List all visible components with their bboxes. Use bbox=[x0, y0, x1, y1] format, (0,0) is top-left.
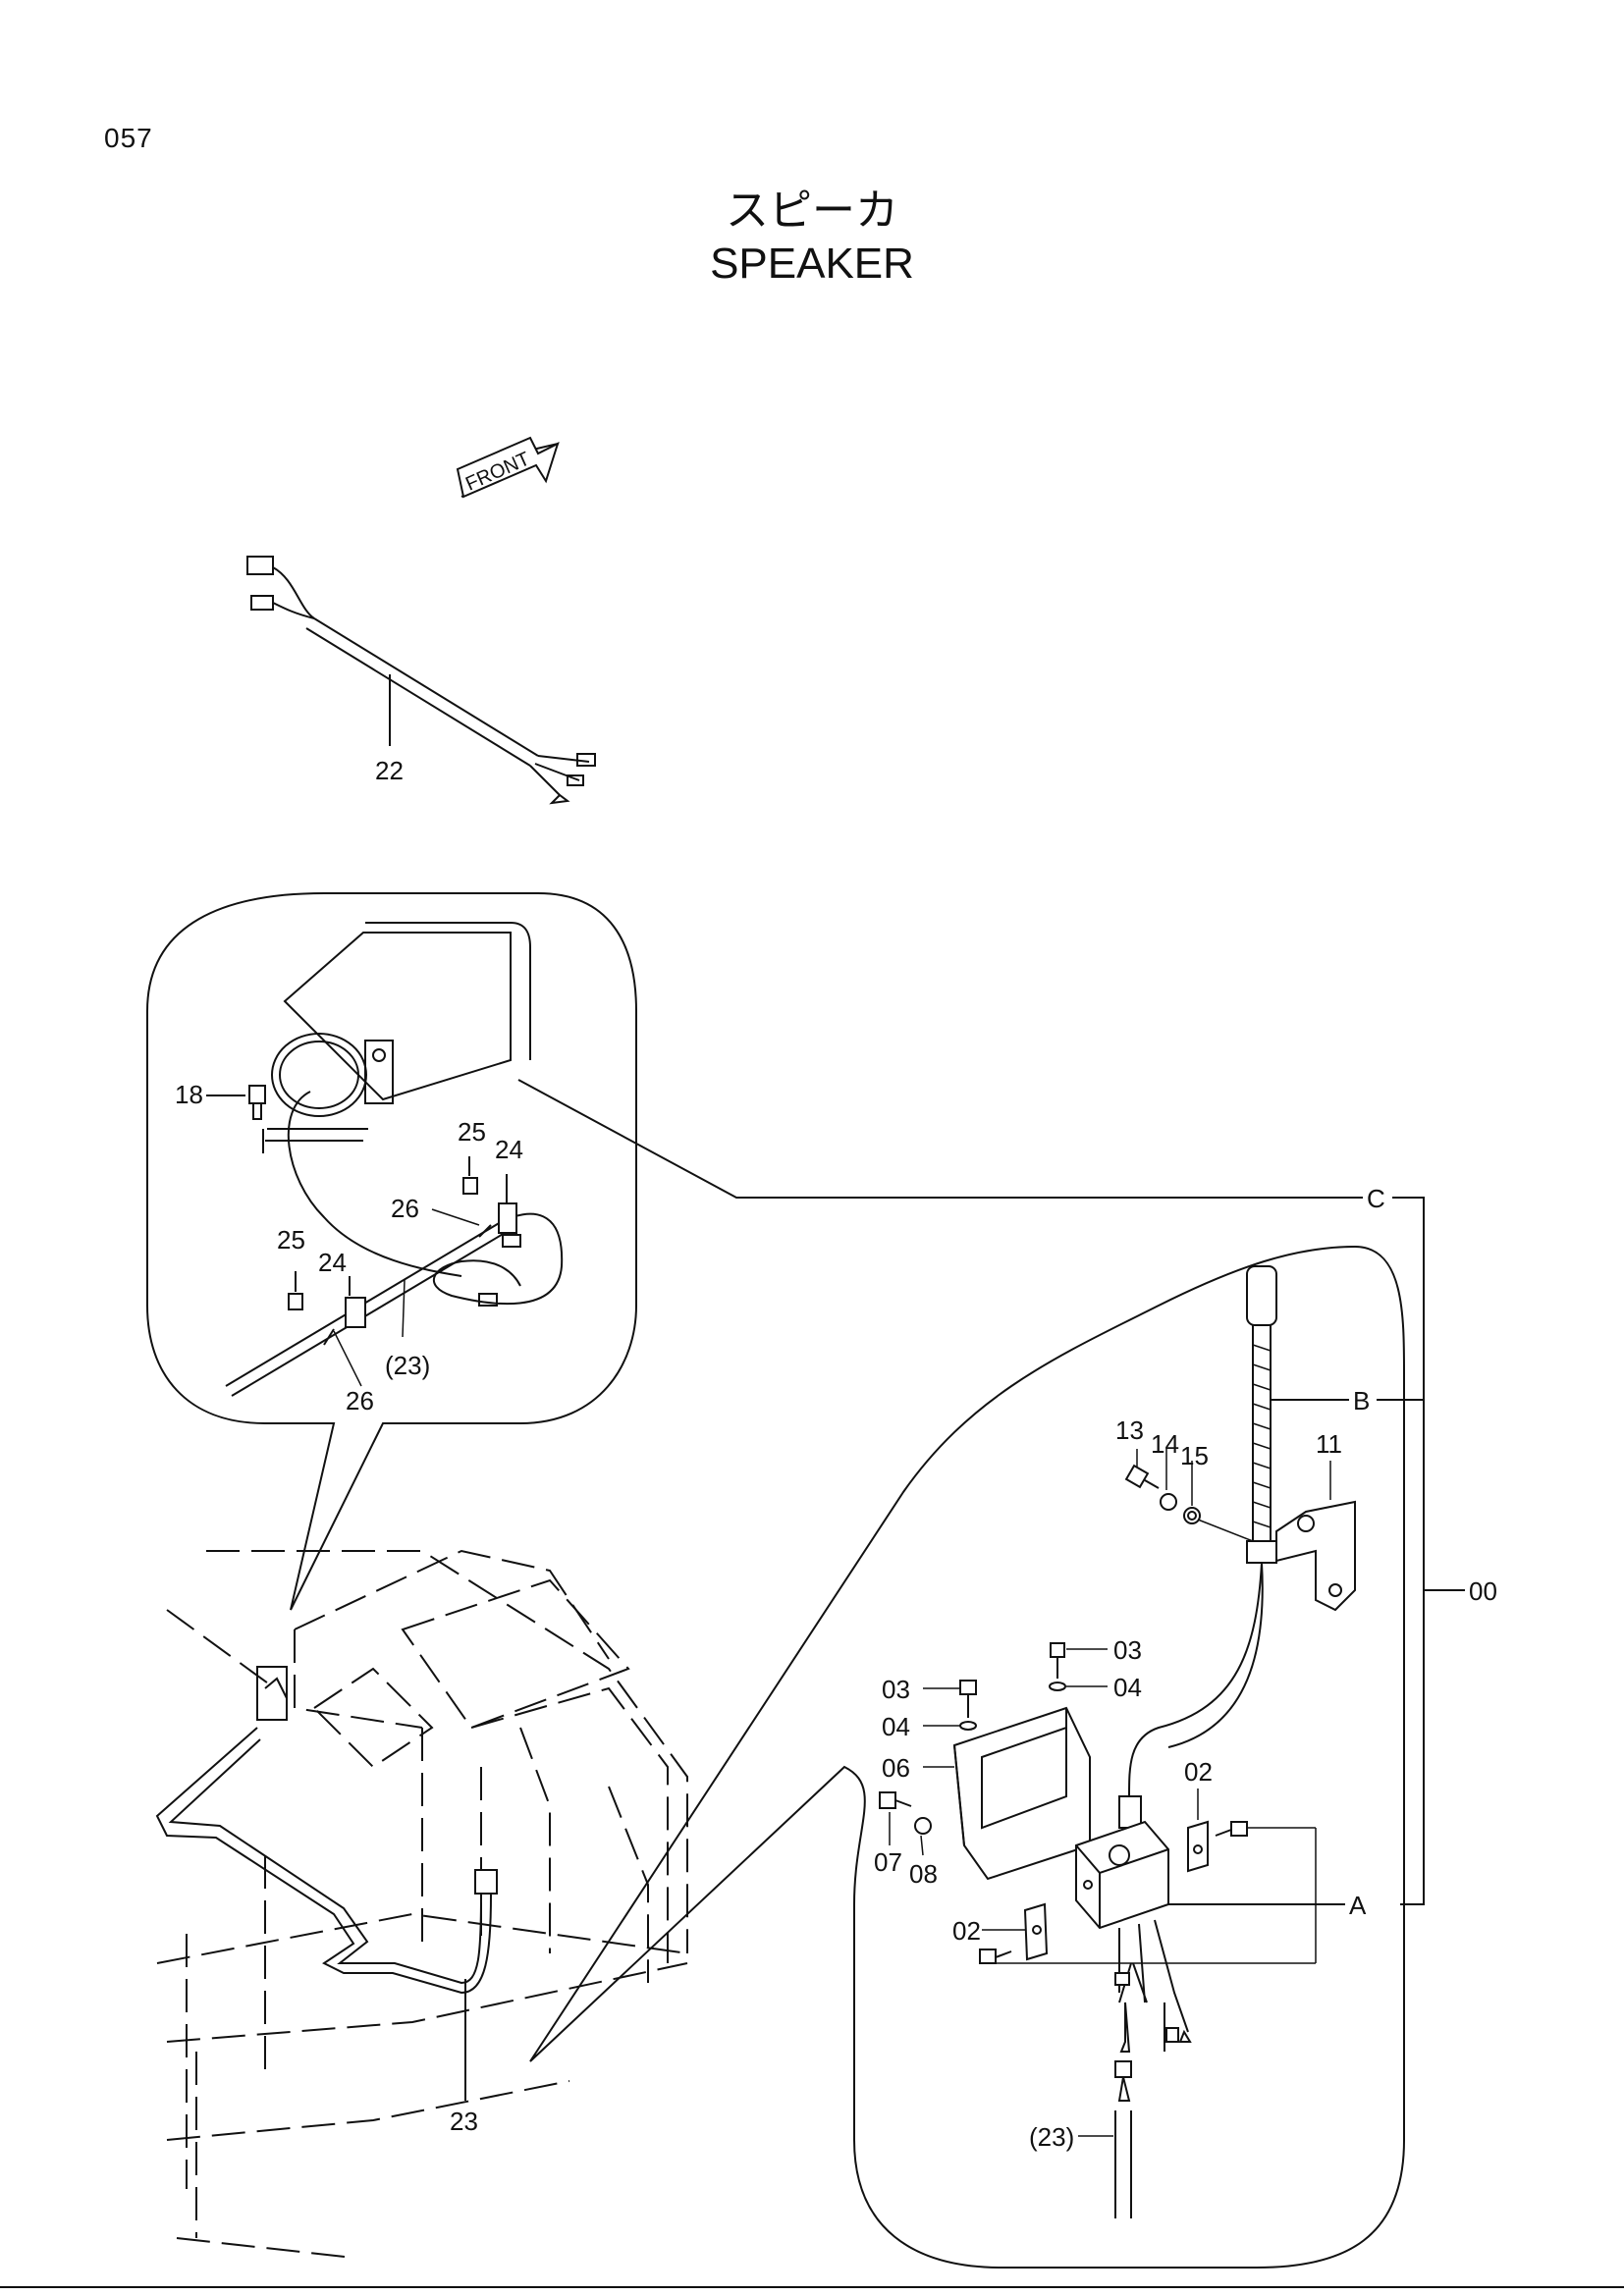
microphone-detail-bubble bbox=[529, 1245, 1405, 2269]
callout-14: 14 bbox=[1151, 1429, 1179, 1459]
callout-15: 15 bbox=[1180, 1441, 1209, 1470]
page-number: 057 bbox=[104, 123, 153, 153]
callout-23-ref-upper: (23) bbox=[385, 1351, 430, 1380]
callout-02-left: 02 bbox=[952, 1916, 981, 1946]
callout-25-lower: 25 bbox=[277, 1225, 305, 1255]
callout-02-right: 02 bbox=[1184, 1757, 1213, 1787]
leader-c bbox=[517, 1079, 1425, 1905]
callout-24-lower: 24 bbox=[318, 1248, 347, 1277]
title-english: SPEAKER bbox=[710, 240, 914, 288]
callout-04-left: 04 bbox=[882, 1712, 910, 1741]
wire-harness-22 bbox=[246, 556, 596, 805]
callout-23-ref-lower: (23) bbox=[1029, 2122, 1074, 2152]
callout-08: 08 bbox=[909, 1859, 938, 1889]
callout-00: 00 bbox=[1469, 1576, 1497, 1606]
callout-03-left: 03 bbox=[882, 1675, 910, 1704]
speaker-detail-bubble bbox=[146, 892, 637, 1611]
callout-13: 13 bbox=[1115, 1415, 1144, 1445]
callout-a: A bbox=[1349, 1891, 1367, 1920]
callout-c: C bbox=[1367, 1184, 1385, 1213]
callout-26-upper: 26 bbox=[391, 1194, 419, 1223]
callout-22: 22 bbox=[375, 756, 404, 785]
callout-11: 11 bbox=[1316, 1429, 1342, 1459]
callout-04-right: 04 bbox=[1113, 1673, 1142, 1702]
callout-26-lower: 26 bbox=[346, 1386, 374, 1415]
callout-06: 06 bbox=[882, 1753, 910, 1783]
callout-24-upper: 24 bbox=[495, 1135, 523, 1164]
title-japanese: スピーカ bbox=[726, 186, 898, 236]
callout-23: 23 bbox=[450, 2107, 478, 2136]
callout-25-upper: 25 bbox=[458, 1117, 486, 1147]
front-arrow-icon: FRONT bbox=[456, 436, 560, 499]
cab-outline bbox=[155, 1549, 688, 2259]
callout-b: B bbox=[1353, 1386, 1370, 1415]
callout-03-right: 03 bbox=[1113, 1635, 1142, 1665]
callout-18: 18 bbox=[175, 1080, 203, 1109]
callout-07: 07 bbox=[874, 1847, 902, 1877]
